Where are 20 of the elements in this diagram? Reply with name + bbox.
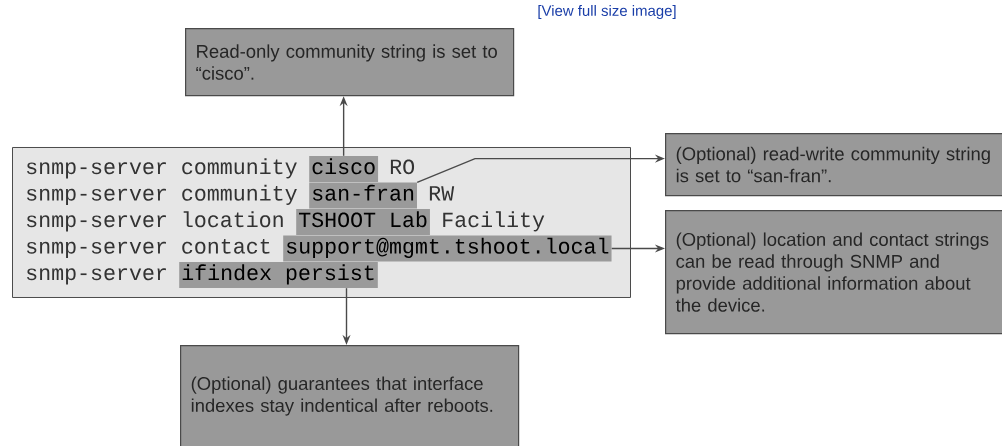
code-highlight: san-fran [309,182,417,209]
code-text: snmp-server [27,268,166,285]
code-text: snmp-server contact [27,239,270,258]
code-text: snmp-server community [27,158,297,179]
callout-box: (Optional) guarantees that interface indexes stay indentical after reboots. [180,345,520,446]
callout-box: (Optional) location and contact strings can be read through SNMP and provide additional information about the device. [665,210,1002,335]
code-text: RW [429,186,455,201]
code-text: snmp-server community [27,184,297,205]
node-label: TSHOOT Lab [299,211,427,228]
code-text: RO [390,159,415,175]
node-label: cisco [312,158,375,175]
code-highlight: cisco [309,156,379,182]
code-highlight: TSHOOT Lab [296,209,430,235]
link-text: [View full size image] [538,5,676,19]
callout-box: (Optional) read-write community string is set to “san-fran”. [665,133,1002,197]
code-text: Facility [443,211,545,232]
code-text: snmp-server location [27,211,283,232]
callout-box: Read-only community string is set to “cisco”. [185,28,515,97]
node-label: san-fran [312,184,414,201]
code-highlight: ifindex persist [179,262,378,288]
